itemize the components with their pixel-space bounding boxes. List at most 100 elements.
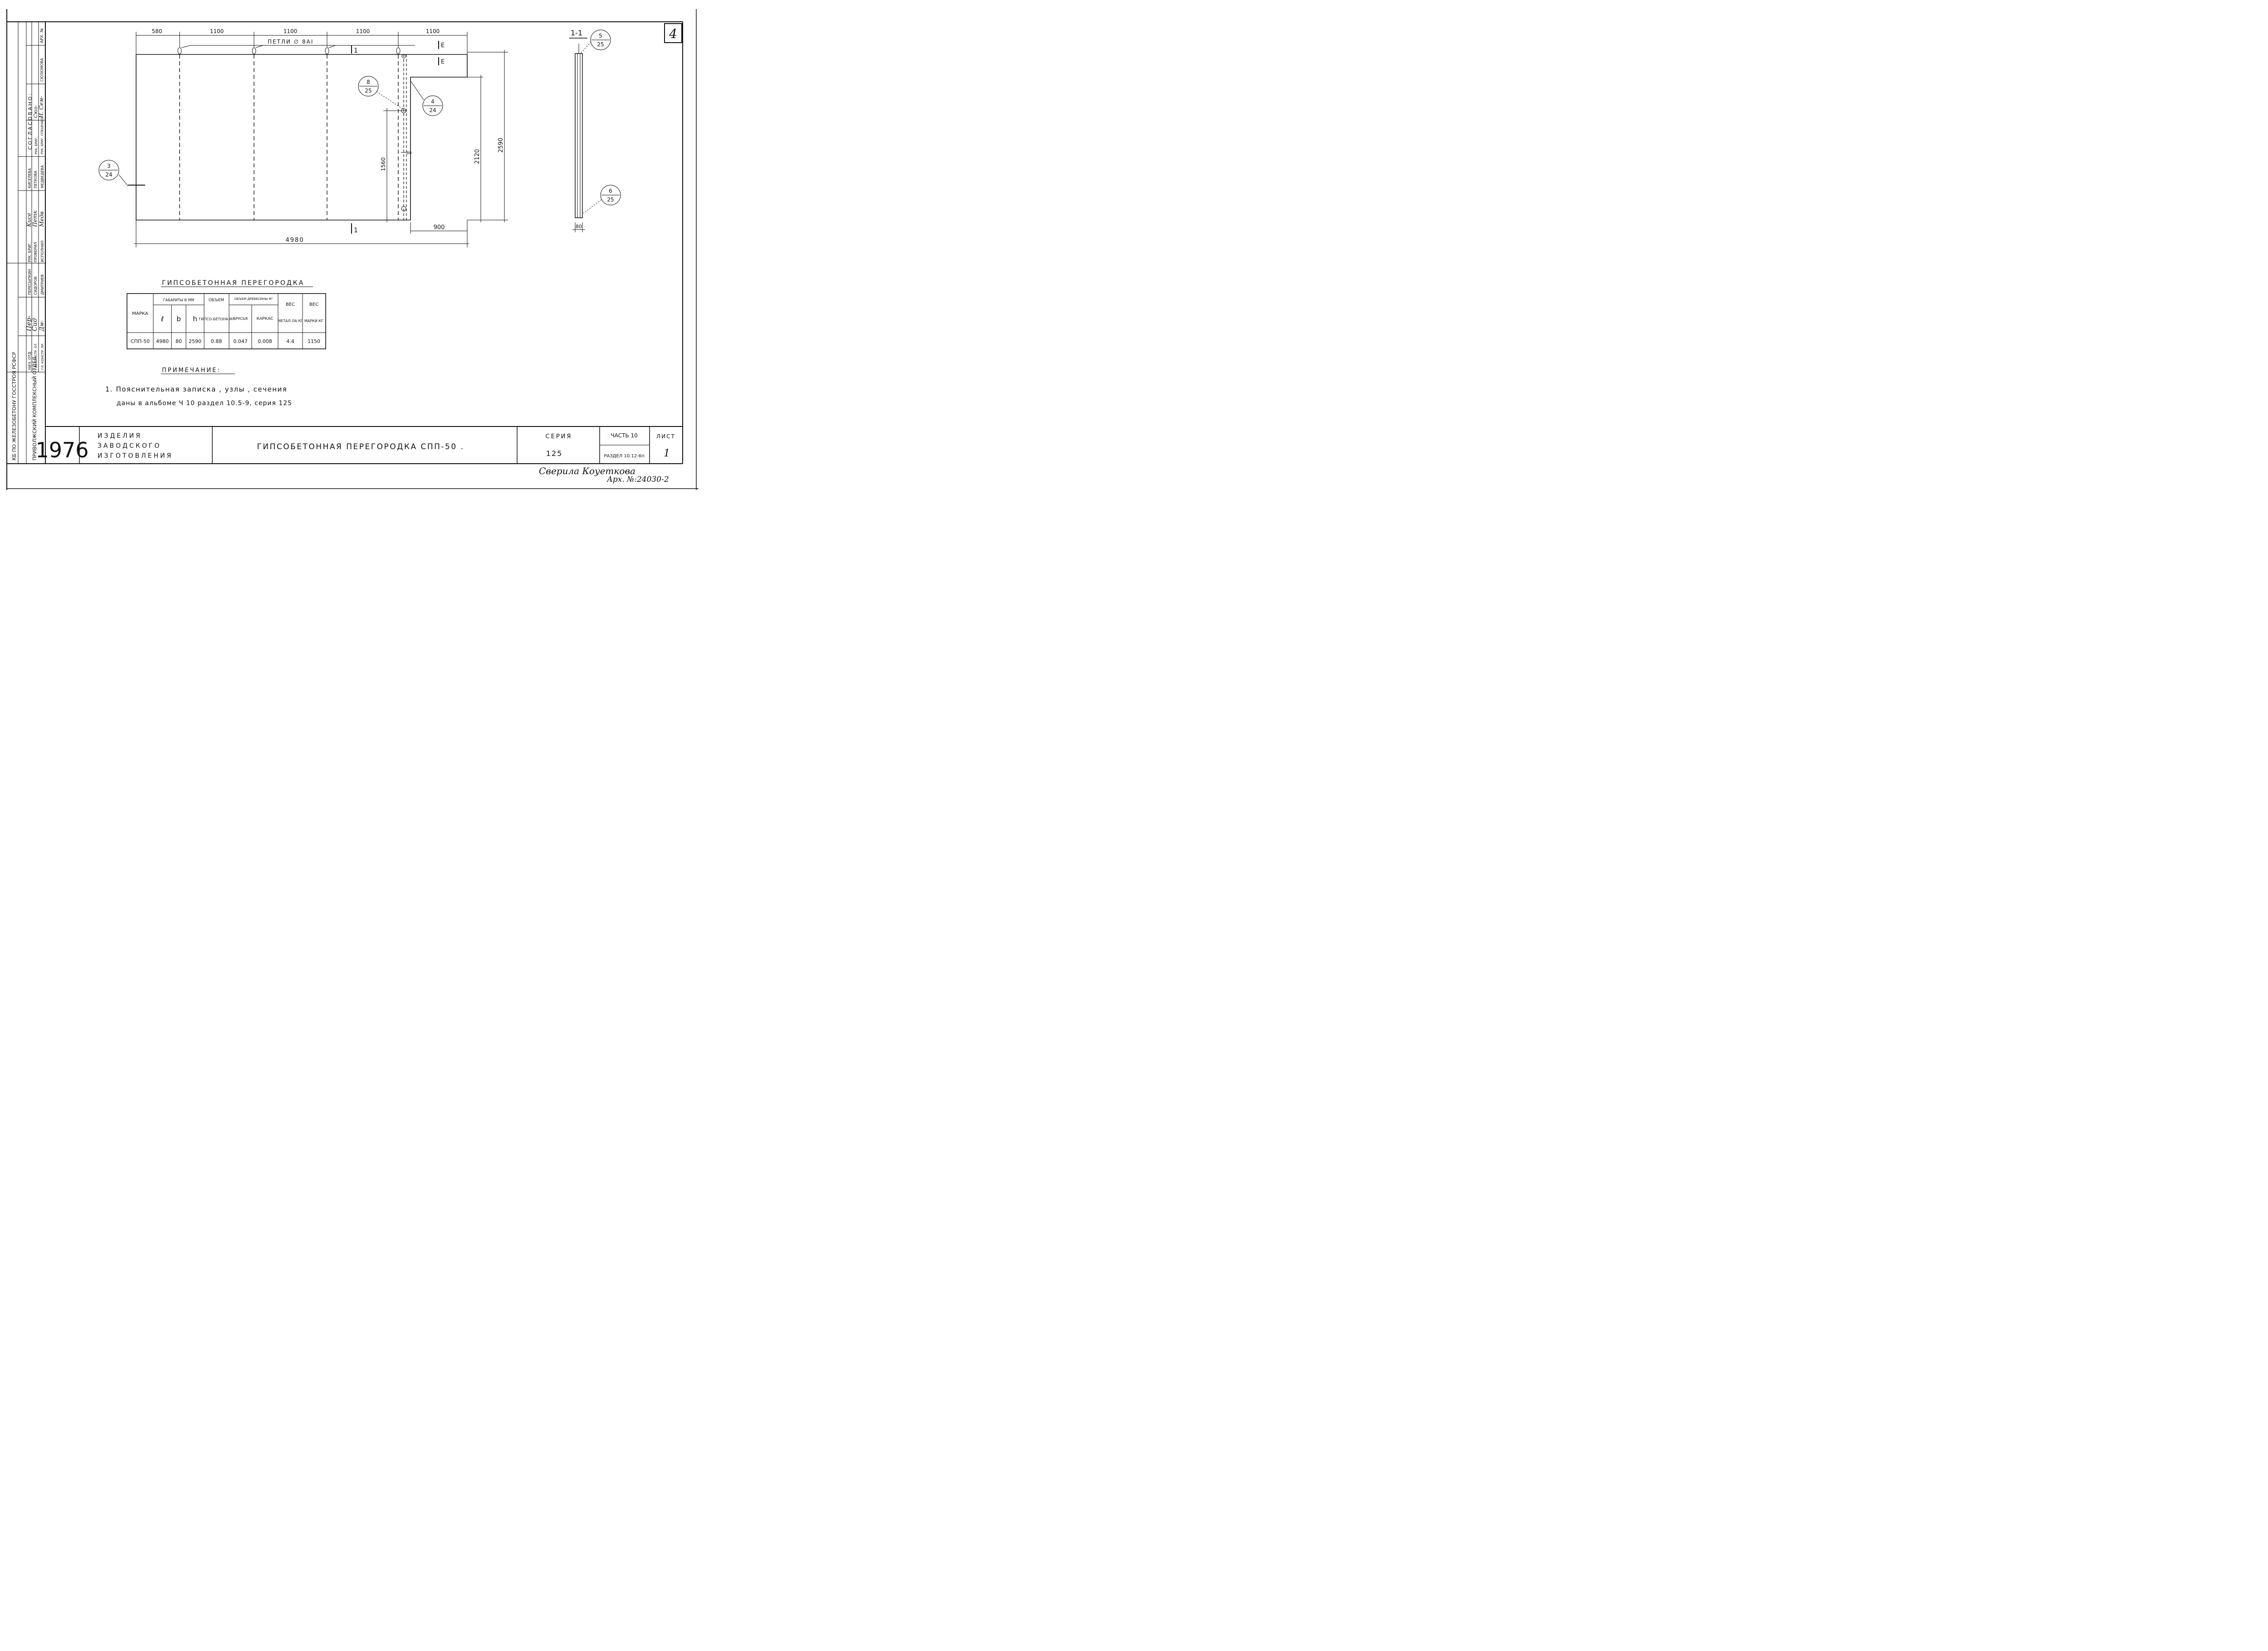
td-b: 80 (176, 338, 182, 344)
name-kiseleva: КИСЕЛЕВА (28, 168, 32, 188)
sheet-frame (6, 9, 699, 490)
section-mark-top: 1 (354, 47, 358, 54)
td-metal: 4.4 (286, 338, 294, 344)
role-ispolnil: ИСПОЛНИЛ (40, 240, 44, 262)
dim-top-580: 580 (152, 28, 162, 34)
sign-4: Пер- (25, 316, 33, 332)
archive-stamp: Сверила Коуеткова Арх. №:24030-2 (539, 465, 669, 484)
title-block: 1976 ИЗДЕЛИЯ ЗАВОДСКОГО ИЗГОТОВЛЕНИЯ ГИП… (35, 426, 683, 464)
td-wood-frame: 0.008 (258, 338, 272, 344)
notes-block: ПРИМЕЧАНИЕ: 1. Пояснительная записка , у… (105, 367, 292, 407)
callout-5-top: 5 (599, 33, 602, 39)
dim-door: 900 (434, 224, 445, 231)
agreed-signature-2: Сюз- (33, 105, 39, 118)
sign-5: Сид (31, 318, 39, 331)
org-kb: КБ ПО ЖЕЛЕЗОБЕТОНУ ГОССТРОЯ РСФСР (11, 352, 17, 461)
callout-6-bottom: 25 (607, 196, 614, 203)
td-vol: 0.88 (211, 338, 222, 344)
name-peresypkin: ПЕРЕСЫПКИН (28, 269, 32, 295)
drawing-name: ГИПСОБЕТОННАЯ ПЕРЕГОРОДКА СПП-50 . (257, 442, 464, 451)
notes-title: ПРИМЕЧАНИЕ: (162, 367, 221, 374)
sign-2: Петк (32, 210, 38, 227)
dim-top-1100-a: 1100 (210, 28, 224, 34)
series-value: 125 (546, 449, 563, 458)
th-mass-sub: МАРКИ КГ (304, 319, 323, 323)
e-mark-bottom: E (441, 59, 445, 65)
loops-label: ПЕТЛИ ∅ 8AI (268, 39, 313, 45)
section-thickness: 80 (576, 224, 582, 230)
dim-height-total: 2590 (498, 137, 504, 152)
agreed-signature: Н. Сем- (38, 96, 44, 118)
agreed-role-1: РУК. БРИГ. (34, 137, 38, 154)
th-b: b (176, 315, 181, 323)
spec-table: ГИПСОБЕТОННАЯ ПЕРЕГОРОДКА МАРКА ГАБАРИТЫ… (127, 279, 326, 349)
th-wood-group: ОБЪЕМ ДРЕВЕСИНЫ М³ (235, 297, 273, 301)
table-title: ГИПСОБЕТОННАЯ ПЕРЕГОРОДКА (162, 279, 304, 287)
left-approval-block: АРХ. № СОГЛАСОВАНО: РУК. БРИГ. РУК. БРИГ… (7, 22, 45, 464)
arch-label: АРХ. № (40, 28, 44, 43)
name-dmitriev: ДМИТРИЕВ (40, 274, 44, 295)
th-dims-group: ГАБАРИТЫ В ММ (163, 298, 195, 302)
role-gl-konstr-ot: ГЛ. КОНСТР. ОТ. (34, 343, 38, 370)
year: 1976 (35, 438, 88, 462)
sheet-value: 1 (664, 448, 670, 459)
th-vol-group: ОБЪЕМ (209, 298, 224, 303)
series-label: СЕРИЯ (546, 433, 572, 440)
th-mass-group: ВЕС (309, 302, 318, 307)
dim-height-door: 2120 (474, 149, 481, 164)
sheet-number-box: 4 (664, 23, 682, 43)
notes-line-1: 1. Пояснительная записка , узлы , сечени… (105, 385, 287, 393)
stamp-line-1: Сверила Коуеткова (539, 465, 635, 476)
dim-top-1100-c: 1100 (356, 28, 370, 34)
th-marka: МАРКА (132, 311, 148, 316)
sign-6: Дм- (39, 320, 45, 332)
dim-top-1100-d: 1100 (426, 28, 440, 34)
name-sidorov: СИДОРОВ (34, 276, 38, 295)
section-title: 1-1 (571, 29, 582, 37)
e-mark-top: E (441, 42, 445, 49)
section-label: РАЗДЕЛ 10.12-6п (604, 454, 644, 459)
section-mark-bottom: 1 (354, 227, 358, 234)
th-h: h (193, 315, 197, 323)
sheet-label: ЛИСТ (656, 433, 675, 440)
dim-overall-length: 4980 (285, 237, 304, 244)
role-gl-konstr-pr: ГЛ. КОНСТР. ПР. (41, 343, 44, 370)
product-type-2: ЗАВОДСКОГО (98, 442, 161, 450)
name-petkova: ПЕТКОВА (34, 171, 38, 188)
th-l: ℓ (161, 315, 164, 323)
td-mass: 1150 (308, 338, 320, 344)
callout-3-bottom: 24 (105, 171, 112, 178)
callout-8-bottom: 25 (365, 88, 371, 94)
drawing-sheet: 4 АРХ. № СОГЛАСОВАНО: РУК. БРИГ. РУК. БР… (6, 9, 699, 490)
sheet-number: 4 (669, 26, 677, 41)
callout-6-top: 6 (609, 188, 612, 194)
stamp-line-2: Арх. №:24030-2 (606, 475, 669, 484)
callout-3-top: 3 (107, 163, 111, 169)
dim-top-1100-b: 1100 (284, 28, 298, 34)
notes-line-2: даны в альбоме Ч 10 раздел 10.5-9, серия… (117, 400, 292, 407)
section-view: 1-1 80 5 25 6 25 (569, 29, 621, 232)
product-type-3: ИЗГОТОВЛЕНИЯ (98, 452, 173, 460)
th-wood-bars: БРУСЬЯ (233, 317, 248, 321)
agreed-role-2: РУК. БРИГ. СПЕЦРАБОТ (40, 116, 44, 154)
agreed-name: СЮЗЮМОВА (40, 58, 44, 82)
td-marka: СПП-50 (131, 338, 150, 344)
role-nach-otd: НАЧ. ОТД. (28, 351, 32, 370)
td-h: 2590 (189, 338, 201, 344)
dim-height-1560: 1560 (380, 157, 386, 171)
callout-4-top: 4 (431, 98, 435, 105)
th-wood-frame: КАРКАС (257, 317, 274, 321)
sign-3: Медв (39, 211, 45, 227)
callout-8-top: 8 (367, 79, 370, 85)
name-medvedeva: МЕДВЕДЕВА (40, 165, 44, 188)
th-metal-sub: МЕТАЛ-ЛА КГ (278, 319, 303, 323)
callout-5-bottom: 25 (597, 41, 604, 48)
agreed-label: СОГЛАСОВАНО: (27, 92, 33, 150)
product-type-1: ИЗДЕЛИЯ (98, 432, 142, 440)
elevation-drawing: ПЕТЛИ ∅ 8AI 580 1100 1100 1100 1100 1 1 … (98, 28, 508, 247)
dim-80-small: 80 (406, 151, 412, 156)
org-privolzh: ПРИВОЛЖСКИЙ КОМПЛЕКСНЫЙ ОТДЕЛ (32, 357, 38, 461)
part-label: ЧАСТЬ 10 (611, 432, 637, 439)
th-vol-sub: ГИПСО-БЕТОНА М³ (199, 317, 234, 321)
role-proveril: ПРОВЕРИЛ (34, 242, 38, 262)
